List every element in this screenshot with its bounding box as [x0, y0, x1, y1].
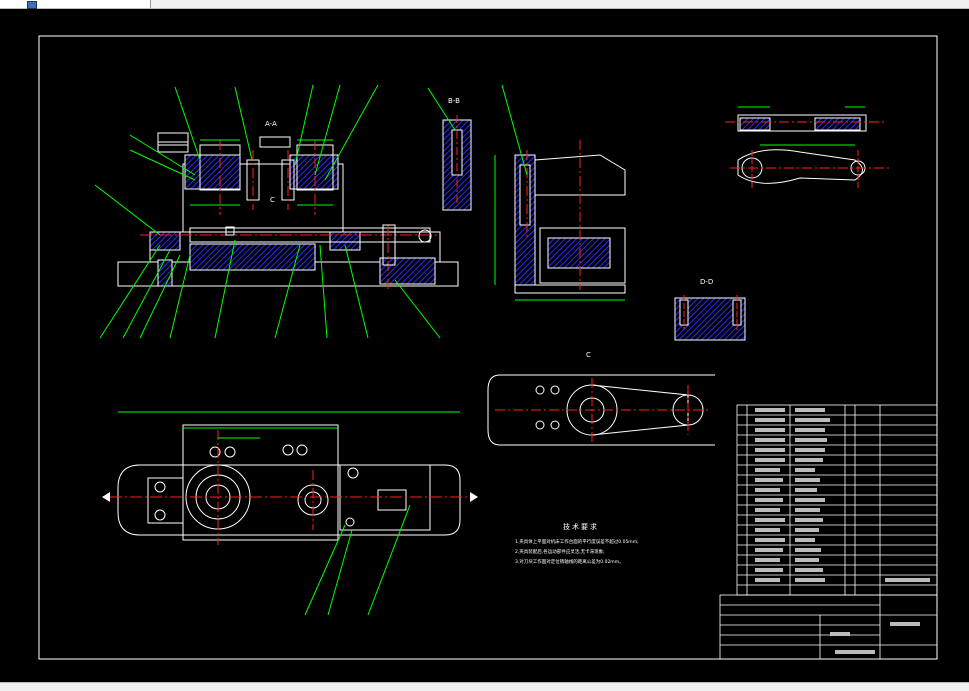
tech-requirement-item: 3.对刀块工作面对定位销轴线的距离公差为0.02mm。 [515, 560, 624, 565]
section-label-d-d: D-D [700, 278, 713, 286]
app-icon [27, 1, 37, 9]
section-detail-b [427, 87, 472, 211]
side-view [494, 84, 626, 301]
section-label-a-a: A-A [265, 120, 277, 128]
tech-requirements: 技术要求 1.夹具体上平面对机床工作台面的平行度误差不超过0.05mm; 2.夹… [515, 522, 725, 568]
section-label-b-b: B-B [448, 97, 460, 105]
front-view [94, 84, 459, 339]
tech-requirements-title: 技术要求 [563, 523, 599, 531]
arm-detail [725, 106, 890, 188]
view-arrow-label-c: C [270, 196, 275, 204]
window-titlebar [0, 0, 969, 9]
status-bar [0, 682, 969, 691]
drawing-border [38, 35, 938, 660]
bom-entries [755, 408, 930, 654]
section-detail-d [674, 295, 746, 341]
tech-requirement-item: 2.夹具装配后,各运动部件应灵活,无卡滞现象; [515, 550, 605, 555]
top-view [102, 411, 478, 616]
title-block [719, 404, 938, 660]
view-c [487, 374, 715, 446]
view-label-c: C [586, 351, 591, 359]
tech-requirement-item: 1.夹具体上平面对机床工作台面的平行度误差不超过0.05mm; [515, 540, 639, 545]
document-tab[interactable] [0, 0, 151, 9]
